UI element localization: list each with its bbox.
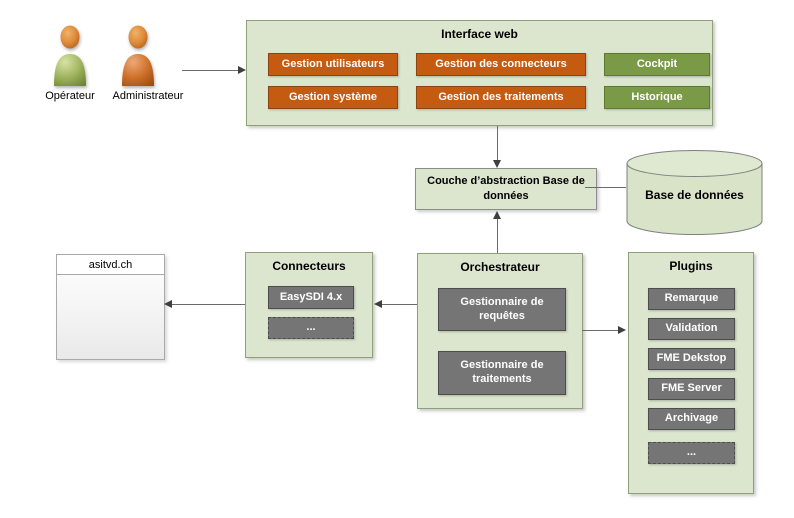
plugins-title: Plugins bbox=[669, 259, 713, 273]
abstraction-layer-box: Couche d’abstraction Base de données bbox=[415, 168, 597, 210]
external-site-box: asitvd.ch bbox=[56, 254, 165, 360]
actor-operator bbox=[50, 24, 90, 88]
orchestrator-panel: Orchestrateur Gestionnaire de requêtes G… bbox=[417, 253, 583, 409]
arrow-orchestrator-to-abstraction-line bbox=[497, 219, 498, 253]
actor-administrator-label: Administrateur bbox=[112, 90, 184, 102]
database-label: Base de données bbox=[645, 188, 744, 202]
button-hstorique: Hstorique bbox=[604, 86, 710, 109]
connectors-title: Connecteurs bbox=[272, 259, 346, 273]
plugin-more: ... bbox=[648, 442, 735, 464]
arrow-actors-to-interface-line bbox=[182, 70, 239, 71]
orchestrator-treatment-manager: Gestionnaire de traitements bbox=[438, 351, 566, 395]
connector-more: ... bbox=[268, 317, 354, 339]
arrow-orchestrator-to-connectors-head bbox=[374, 300, 382, 308]
button-gestion-utilisateurs: Gestion utilisateurs bbox=[268, 53, 398, 76]
database-cylinder-icon bbox=[626, 150, 763, 236]
connectors-panel: Connecteurs EasySDI 4.x ... bbox=[245, 252, 373, 358]
button-gestion-des-traitements: Gestion des traitements bbox=[416, 86, 586, 109]
arrow-interface-to-abstraction-head bbox=[493, 160, 501, 168]
plugin-fme-server: FME Server bbox=[648, 378, 735, 400]
operator-person-icon bbox=[54, 25, 86, 86]
plugin-fme-desktop: FME Dekstop bbox=[648, 348, 735, 370]
plugins-panel: Plugins Remarque Validation FME Dekstop … bbox=[628, 252, 754, 494]
arrow-actors-to-interface-head bbox=[238, 66, 246, 74]
arrow-connectors-to-site-line bbox=[172, 304, 245, 305]
arrow-connectors-to-site-head bbox=[164, 300, 172, 308]
connector-easysdi: EasySDI 4.x bbox=[268, 286, 354, 309]
external-site-title: asitvd.ch bbox=[57, 255, 164, 275]
administrator-person-icon bbox=[122, 25, 154, 86]
orchestrator-request-manager: Gestionnaire de requêtes bbox=[438, 288, 566, 331]
orchestrator-title: Orchestrateur bbox=[460, 260, 540, 274]
line-abstraction-to-database bbox=[585, 187, 626, 188]
button-cockpit: Cockpit bbox=[604, 53, 710, 76]
interface-web-panel: Interface web Gestion utilisateurs Gesti… bbox=[246, 20, 713, 126]
button-gestion-des-connecteurs: Gestion des connecteurs bbox=[416, 53, 586, 76]
arrow-orchestrator-to-plugins-line bbox=[582, 330, 619, 331]
arrow-orchestrator-to-connectors-line bbox=[382, 304, 417, 305]
plugin-archivage: Archivage bbox=[648, 408, 735, 430]
arrow-orchestrator-to-plugins-head bbox=[618, 326, 626, 334]
plugin-validation: Validation bbox=[648, 318, 735, 340]
arrow-interface-to-abstraction-line bbox=[497, 126, 498, 160]
actor-operator-label: Opérateur bbox=[45, 90, 95, 102]
button-gestion-systeme: Gestion système bbox=[268, 86, 398, 109]
actor-administrator bbox=[118, 24, 158, 88]
plugin-remarque: Remarque bbox=[648, 288, 735, 310]
arrow-orchestrator-to-abstraction-head bbox=[493, 211, 501, 219]
interface-web-title: Interface web bbox=[441, 27, 518, 41]
